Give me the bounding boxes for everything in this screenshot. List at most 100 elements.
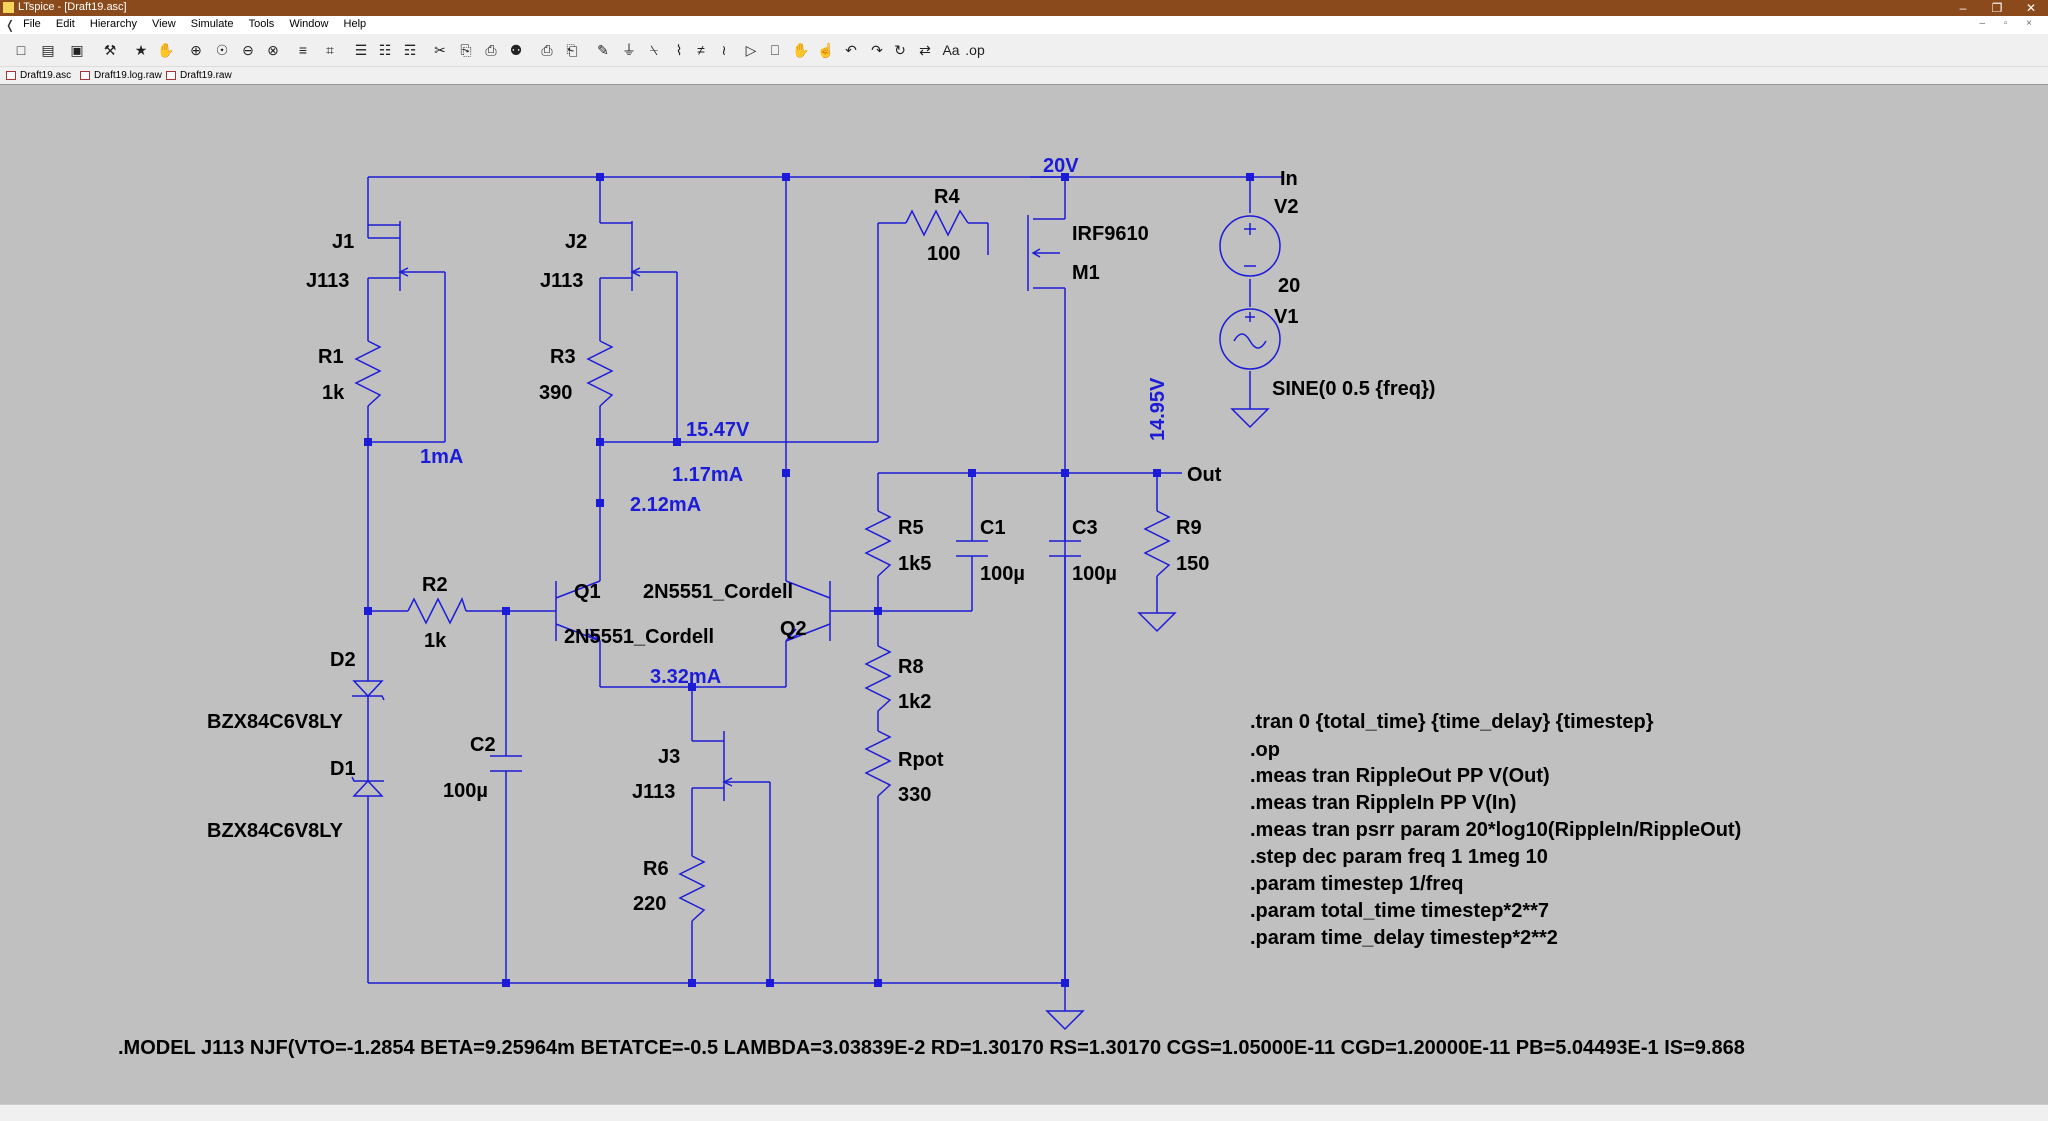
junction-dots <box>364 173 1254 987</box>
component-labels: J1 J113 J2 J113 J3 J113 R1 1k R2 1k R3 3… <box>207 168 1435 915</box>
d1-value: BZX84C6V8LY <box>207 820 344 842</box>
directive-line: .param timestep 1/freq <box>1250 873 1463 895</box>
j2-value: J113 <box>540 270 583 292</box>
copy-icon[interactable]: ⎘ <box>460 41 472 58</box>
directive-line: .param total_time timestep*2**7 <box>1250 900 1549 922</box>
spice-directive-icon[interactable]: .op <box>965 42 985 58</box>
minimize-button[interactable]: – <box>1959 1 1967 15</box>
annotation-2-12ma: 2.12mA <box>630 494 701 516</box>
r5-ref: R5 <box>898 517 924 539</box>
tile-horizontal-icon[interactable]: ☰ <box>354 41 368 58</box>
print-icon[interactable]: ⎙ <box>541 41 553 58</box>
open-icon[interactable]: ▤ <box>41 41 55 58</box>
text-icon[interactable]: Aa <box>942 42 960 58</box>
print-preview-icon[interactable]: ⎗ <box>566 41 578 58</box>
menu-help[interactable]: Help <box>343 18 367 30</box>
r6-ref: R6 <box>643 858 669 880</box>
menu-bar: ❬ File Edit Hierarchy View Simulate Tool… <box>0 16 2048 34</box>
toolbar: □ ▤ ▣ ⚒ ★ ✋ ⊕ ☉ ⊖ ⊗ ≡ ⌗ ☰ ☷ ☶ ✂ ⎘ ⎙ ⚉ ⎙ ⎗ ✎ ⏚ ⍀ ⌇ ≠ ≀ ▷ ⎕ ✋ ☝ ↶ ↷ ↻ ⇄ Aa .op <box>0 34 2048 67</box>
resistor-symbols <box>354 209 1171 922</box>
c1-value: 100µ <box>980 563 1025 585</box>
tab-raw[interactable]: Draft19.raw <box>164 69 235 83</box>
save-icon[interactable]: ▣ <box>70 41 84 58</box>
c3-ref: C3 <box>1072 517 1098 539</box>
halt-icon[interactable]: ✋ <box>157 41 175 58</box>
diode-icon[interactable]: ▷ <box>745 41 757 58</box>
c3-value: 100µ <box>1072 563 1117 585</box>
grid-icon[interactable]: ⌗ <box>326 41 334 58</box>
j1-value: J113 <box>306 270 349 292</box>
tab-label: Draft19.log.raw <box>94 70 162 81</box>
schematic-canvas[interactable]: J1 J113 J2 J113 J3 J113 R1 1k R2 1k R3 3… <box>0 84 2048 1105</box>
cut-icon[interactable]: ✂ <box>434 41 446 58</box>
component-icon[interactable]: ⎕ <box>770 41 780 58</box>
find-icon[interactable]: ⚉ <box>509 41 523 58</box>
cascade-icon[interactable]: ☶ <box>403 41 417 58</box>
q2-ref: Q2 <box>780 618 807 640</box>
wire-icon[interactable]: ✎ <box>597 41 609 58</box>
model-directive: .MODEL J113 NJF(VTO=-1.2854 BETA=9.25964… <box>118 1037 1745 1059</box>
autorange-icon[interactable]: ≡ <box>298 42 308 58</box>
tile-vertical-icon[interactable]: ☷ <box>378 41 392 58</box>
tab-schematic[interactable]: Draft19.asc <box>4 69 74 83</box>
menu-edit[interactable]: Edit <box>55 18 75 30</box>
waveform-file-icon <box>166 71 176 80</box>
title-bar: LTspice - [Draft19.asc] – ❐ ✕ <box>0 0 2048 16</box>
annotation-1ma: 1mA <box>420 446 463 468</box>
directive-line: .op <box>1250 739 1280 761</box>
directive-line: .meas tran RippleIn PP V(In) <box>1250 792 1516 814</box>
annotation-14-95v: 14.95V <box>1147 377 1169 441</box>
menu-view[interactable]: View <box>152 18 176 30</box>
zoom-fit-icon[interactable]: ⊗ <box>267 41 279 58</box>
move-icon[interactable]: ✋ <box>792 41 810 58</box>
j3-ref: J3 <box>658 746 680 768</box>
zoom-out-icon[interactable]: ⊖ <box>242 41 254 58</box>
inductor-icon[interactable]: ≀ <box>721 41 727 58</box>
menu-simulate[interactable]: Simulate <box>190 18 234 30</box>
tab-log-raw[interactable]: Draft19.log.raw <box>78 69 165 83</box>
pan-icon[interactable]: ☉ <box>215 41 229 58</box>
resistor-icon[interactable]: ⌇ <box>675 41 683 58</box>
zoom-in-icon[interactable]: ⊕ <box>190 41 202 58</box>
new-schematic-icon[interactable]: □ <box>16 42 26 58</box>
status-bar <box>0 1104 2048 1121</box>
jfet-arrows <box>398 248 1041 787</box>
close-button[interactable]: ✕ <box>2025 1 2037 15</box>
r1-value: 1k <box>322 382 345 404</box>
menu-file[interactable]: File <box>23 18 41 30</box>
mirror-icon[interactable]: ⇄ <box>919 41 931 58</box>
net-label-in: In <box>1280 168 1298 190</box>
v2-value: 20 <box>1278 275 1300 297</box>
j2-ref: J2 <box>565 231 587 253</box>
rotate-icon[interactable]: ↻ <box>894 41 906 58</box>
ground-icon[interactable]: ⏚ <box>622 42 636 58</box>
r6-value: 220 <box>633 893 666 915</box>
r8-ref: R8 <box>898 656 924 678</box>
wires <box>367 176 1282 1011</box>
menu-tools[interactable]: Tools <box>248 18 275 30</box>
redo-icon[interactable]: ↷ <box>871 41 883 58</box>
ground-symbols <box>1045 408 1270 1031</box>
j3-value: J113 <box>632 781 675 803</box>
control-panel-icon[interactable]: ⚒ <box>103 41 117 58</box>
r4-value: 100 <box>927 243 960 265</box>
v2-ref: V2 <box>1274 196 1298 218</box>
capacitor-icon[interactable]: ≠ <box>697 42 705 58</box>
run-icon[interactable]: ★ <box>134 41 148 58</box>
directive-line: .step dec param freq 1 1meg 10 <box>1250 846 1548 868</box>
menu-hierarchy[interactable]: Hierarchy <box>89 18 137 30</box>
restore-button[interactable]: ❐ <box>1991 1 2003 15</box>
schematic-file-icon <box>6 71 16 80</box>
app-menu-icon[interactable]: ❬ <box>5 18 16 32</box>
mdi-controls[interactable]: – ▫ × <box>1979 18 2040 29</box>
paste-icon[interactable]: ⎙ <box>485 41 497 58</box>
undo-icon[interactable]: ↶ <box>845 41 857 58</box>
r4-ref: R4 <box>934 186 960 208</box>
zener-symbols <box>351 680 385 797</box>
label-net-icon[interactable]: ⍀ <box>649 41 659 58</box>
q1-value: 2N5551_Cordell <box>643 581 793 603</box>
net-label-out: Out <box>1187 464 1222 486</box>
d2-value: BZX84C6V8LY <box>207 711 344 733</box>
drag-icon[interactable]: ☝ <box>817 41 835 58</box>
menu-window[interactable]: Window <box>289 18 329 30</box>
